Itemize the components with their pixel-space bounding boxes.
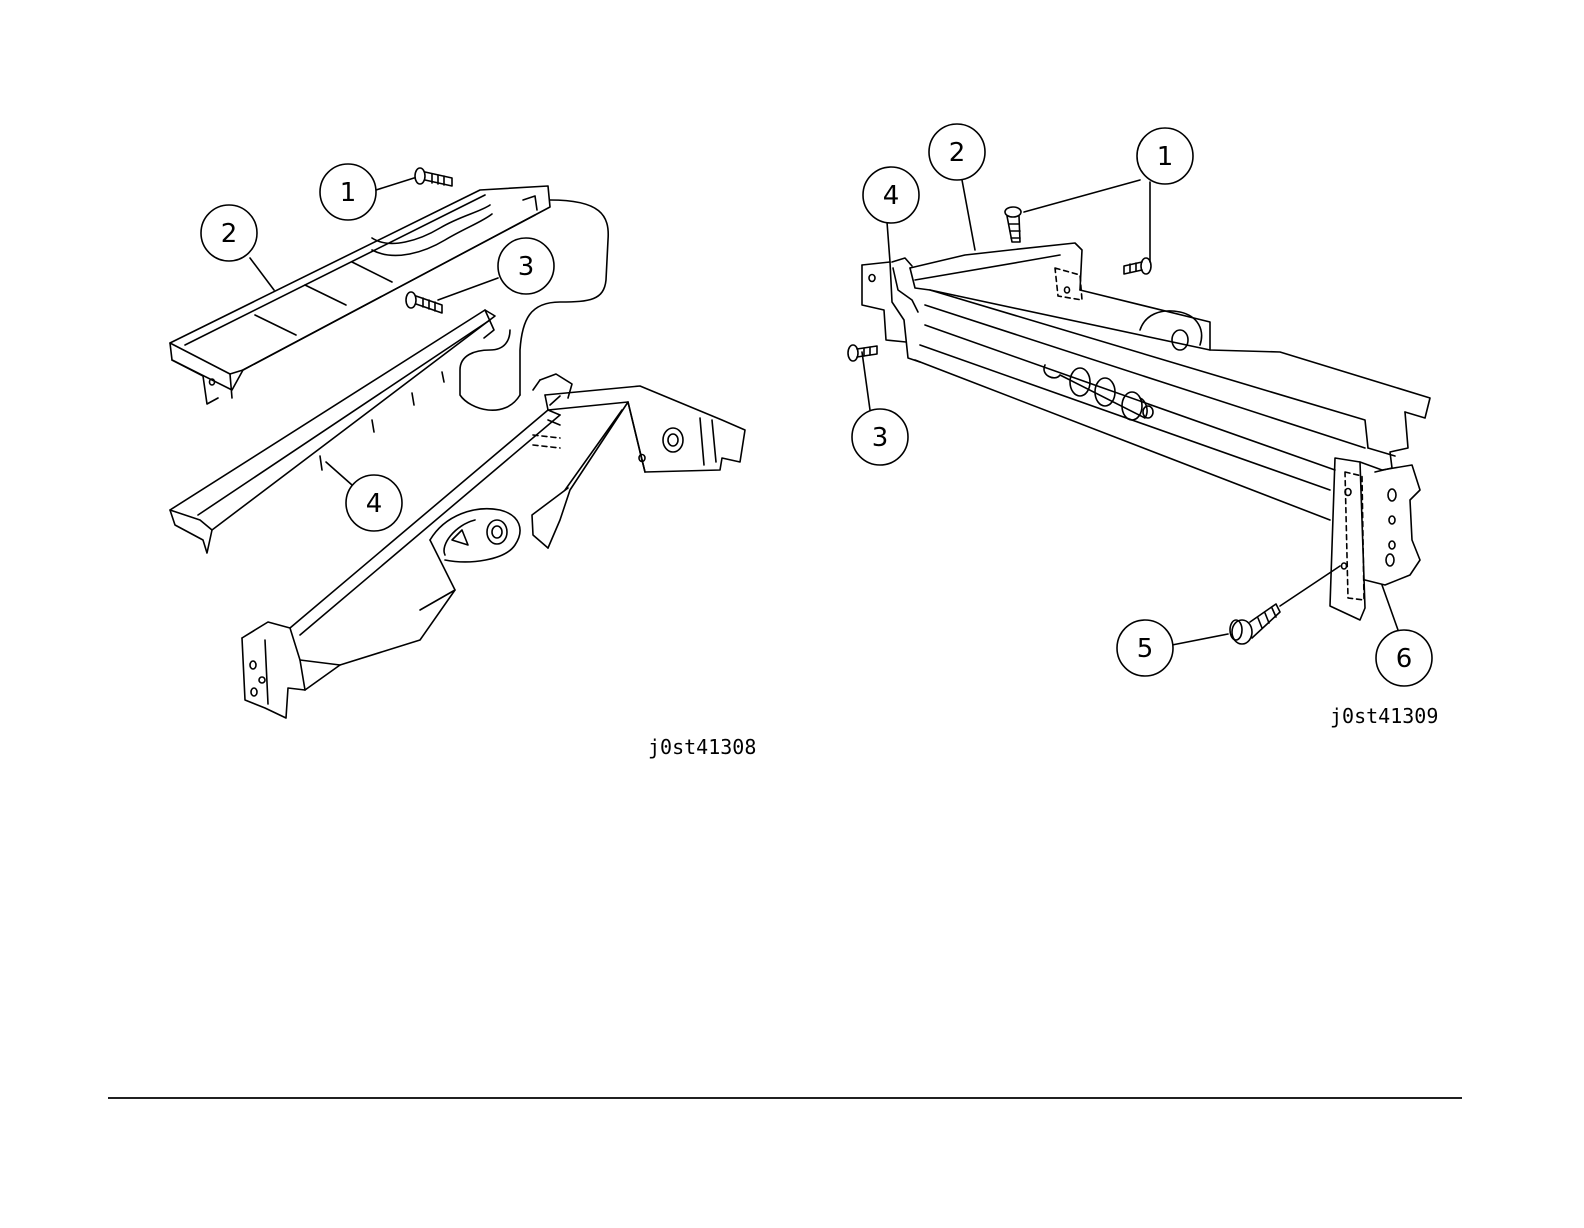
right-part-5-screw (1230, 604, 1280, 644)
right-part-1-screw-top (1005, 207, 1021, 242)
right-callout-2-label: 2 (949, 138, 966, 168)
left-part-1-screw (415, 168, 452, 186)
left-callout-1-label: 1 (340, 178, 357, 208)
right-callout-1-label: 1 (1157, 142, 1174, 172)
right-figure-id: j0st41309 (1330, 704, 1438, 728)
left-harness-wire (460, 200, 608, 410)
right-figure (848, 124, 1432, 686)
left-callout-3-label: 3 (518, 252, 535, 282)
left-figure (170, 164, 745, 718)
right-part-1-screw-right (1124, 258, 1151, 274)
left-figure-id: j0st41308 (648, 735, 756, 759)
right-part-6-bracket (1330, 458, 1420, 620)
right-leader-lines (862, 180, 1398, 645)
left-part-4-rail (170, 310, 495, 553)
left-callout-4-label: 4 (366, 489, 383, 519)
left-part-3-screw (406, 292, 442, 313)
right-callout-3-label: 3 (872, 423, 889, 453)
left-callout-2-label: 2 (221, 219, 238, 249)
right-callout-4-label: 4 (883, 181, 900, 211)
left-main-frame (242, 374, 745, 718)
right-callout-5-label: 5 (1137, 634, 1154, 664)
right-callout-6-label: 6 (1396, 644, 1413, 674)
right-main-body (910, 243, 1430, 520)
